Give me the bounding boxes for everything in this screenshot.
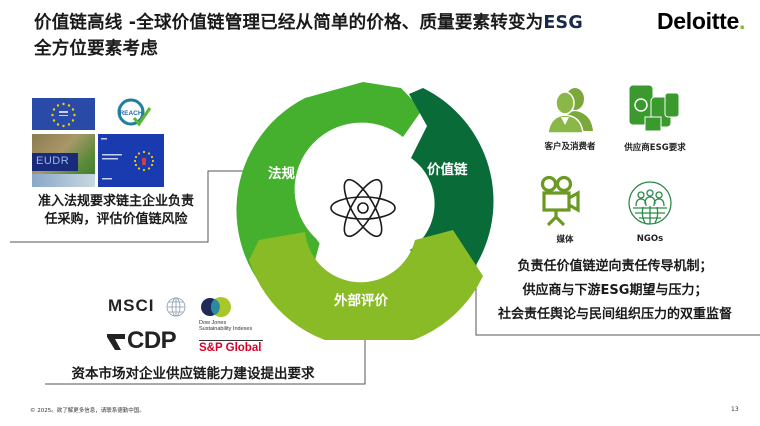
title-line-2: 全方位要素考虑: [34, 39, 158, 59]
eudr-text: EUDR: [36, 155, 70, 167]
cycle-diagram: [236, 82, 494, 340]
eu-stars-icon: [51, 102, 76, 128]
eu-flag-tile: [32, 98, 95, 130]
stakeholder-suppliers: 供应商ESG要求: [610, 83, 700, 155]
footer-copyright: © 2025。欲了解更多信息，请联系德勤中国。: [30, 408, 145, 414]
eudr-tile: EUDR: [32, 134, 95, 187]
video-camera-icon: [540, 175, 580, 227]
stakeholder-media: 媒体: [520, 175, 610, 245]
value-chain-caption-line-2: 供应商与下游ESG期望与压力；: [522, 283, 708, 298]
dj-line-1: Dow Jones: [199, 320, 227, 326]
globe-people-icon: [628, 181, 672, 225]
title-line-1: 价值链高线 -全球价值链管理已经从简单的价格、质量要素转变为: [34, 13, 544, 33]
cdp-mark-icon: [107, 334, 125, 350]
stakeholder-label-ngos: NGOs: [636, 234, 664, 244]
people-icon: [547, 88, 593, 133]
sp-global-logo: S&P Global: [199, 340, 263, 354]
regulation-caption-line-1: 准入法规要求链主企业负责: [37, 194, 194, 209]
regulation-caption-line-2: 任采购，评估价值链风险: [44, 212, 188, 227]
regulation-caption: 准入法规要求链主企业负责 任采购，评估价值链风险: [16, 193, 216, 229]
stakeholder-customers: 客户及消费者: [525, 85, 615, 155]
stakeholder-label-suppliers: 供应商ESG要求: [624, 143, 686, 153]
external-rating-caption: 资本市场对企业供应链能力建设提出要求: [71, 366, 315, 382]
page-title: 价值链高线 -全球价值链管理已经从简单的价格、质量要素转变为ESG 全方位要素考…: [34, 10, 654, 62]
segment-external-rating: [249, 230, 483, 340]
reach-logo: REACH: [110, 98, 160, 130]
eu-regulation-tile: [98, 134, 164, 187]
value-chain-caption: 负责任价值链逆向责任传导机制； 供应商与下游ESG期望与压力； 社会责任舆论与民…: [480, 255, 750, 327]
value-chain-caption-line-3: 社会责任舆论与民间组织压力的双重监督: [497, 307, 732, 322]
dow-jones-logo: Dow Jones Sustainability Indexes: [199, 320, 252, 332]
regulation-images: REACH EUDR: [32, 98, 202, 188]
segment-label-regulation: 法规: [268, 166, 295, 182]
stakeholder-ngos: NGOs: [605, 180, 695, 248]
page-number: 13: [731, 406, 739, 413]
title-esg: ESG: [543, 13, 583, 33]
stakeholder-label-customers: 客户及消费者: [544, 142, 596, 152]
dow-jones-circles-icon: [201, 297, 231, 317]
reach-text: REACH: [119, 110, 142, 117]
stakeholder-label-media: 媒体: [556, 235, 574, 245]
segment-label-external-rating: 外部评价: [334, 293, 388, 309]
msci-globe-icon: [166, 297, 186, 317]
deloitte-logo: Deloitte.: [657, 8, 745, 35]
atom-icon: [330, 178, 396, 238]
brand-dot: .: [738, 8, 746, 34]
dj-line-2: Sustainability Indexes: [199, 326, 253, 332]
cdp-logo: CDP: [127, 327, 177, 354]
segment-label-value-chain: 价值链: [427, 162, 468, 178]
value-chain-caption-line-1: 负责任价值链逆向责任传导机制；: [517, 259, 713, 274]
storage-barrels-icon: [628, 84, 680, 132]
brand-text: Deloitte: [657, 8, 739, 34]
msci-logo: MSCI: [108, 296, 155, 315]
